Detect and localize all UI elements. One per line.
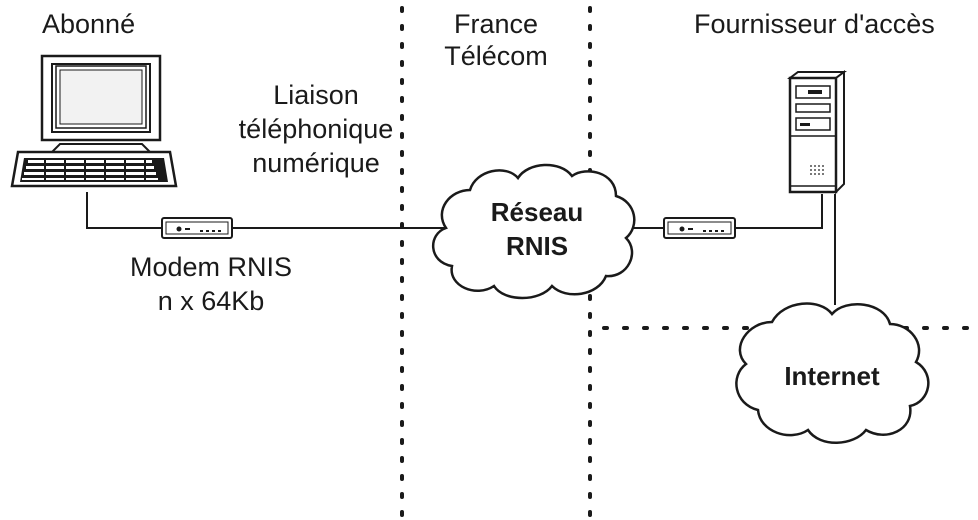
- modem-to-server-line: [735, 194, 823, 229]
- internet-cloud-shape: [735, 302, 930, 444]
- provider-label: Fournisseur d'accès: [694, 9, 935, 39]
- modem-label-line2: n x 64Kb: [157, 286, 265, 316]
- link-label: Liaison téléphonique numérique: [226, 78, 406, 180]
- rnis-cloud-label-line1: Réseau: [490, 197, 584, 227]
- carrier-label: France Télécom: [405, 8, 587, 72]
- cloud-icon: [431, 163, 636, 300]
- rnis-cloud-label-line2: RNIS: [505, 231, 569, 261]
- internet-cloud-label: Internet: [784, 361, 880, 391]
- cloud-icon: [735, 302, 930, 444]
- rnis-cloud-label: Réseau RNIS: [462, 195, 612, 263]
- modem-icon: [663, 217, 736, 239]
- subscriber-label: Abonné: [42, 9, 136, 39]
- connections: [86, 192, 836, 305]
- computer-to-modem-line: [86, 192, 162, 229]
- carrier-label-line2: Télécom: [444, 41, 548, 71]
- computer-icon: [10, 54, 178, 188]
- rnis-cloud-shape: [431, 163, 636, 300]
- carrier-label-line1: France: [453, 9, 539, 39]
- link-label-line3: numérique: [252, 148, 380, 178]
- modem-icon: [161, 217, 233, 239]
- modem-label-line1: Modem RNIS: [129, 252, 293, 282]
- server-icon: [787, 70, 847, 195]
- modem-label: Modem RNIS n x 64Kb: [96, 250, 326, 318]
- link-label-line2: téléphonique: [238, 114, 394, 144]
- link-label-line1: Liaison: [273, 80, 359, 110]
